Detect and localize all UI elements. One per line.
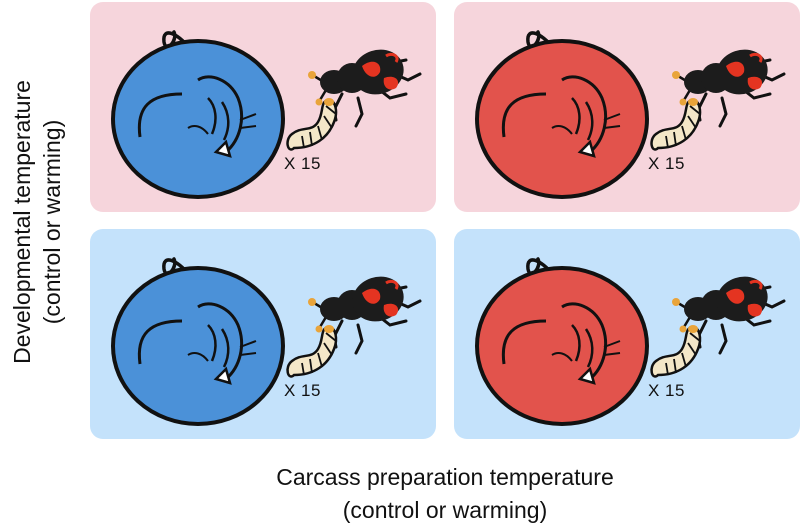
larva-icon (286, 325, 338, 378)
larva-icon (650, 325, 702, 378)
panel-bottom-right: X 15 (454, 229, 800, 439)
larva-count-label: X 15 (284, 154, 321, 173)
larva-count-label: X 15 (648, 381, 685, 400)
larva-count-label: X 15 (284, 381, 321, 400)
larva-icon (650, 98, 702, 151)
mouse-carcass-icon (111, 30, 285, 199)
y-axis-label-line2: (control or warming) (39, 120, 65, 325)
panel-bottom-left: X 15 (90, 229, 436, 439)
mouse-carcass-icon (475, 30, 649, 199)
x-axis-label-line2: (control or warming) (342, 497, 548, 523)
larva-count-label: X 15 (648, 154, 685, 173)
beetle-icon (672, 49, 786, 128)
mouse-carcass-icon (111, 257, 285, 426)
larva-icon (286, 98, 338, 151)
panel-top-left: X 15 (90, 2, 436, 212)
mouse-carcass-icon (475, 257, 649, 426)
y-axis-label: Developmental temperature (control or wa… (0, 0, 72, 440)
beetle-icon (308, 276, 422, 355)
beetle-icon (672, 276, 786, 355)
x-axis-label-line1: Carcass preparation temperature (276, 464, 614, 490)
beetle-icon (308, 49, 422, 128)
panel-top-right: X 15 (454, 2, 800, 212)
y-axis-label-line1: Developmental temperature (9, 80, 35, 364)
